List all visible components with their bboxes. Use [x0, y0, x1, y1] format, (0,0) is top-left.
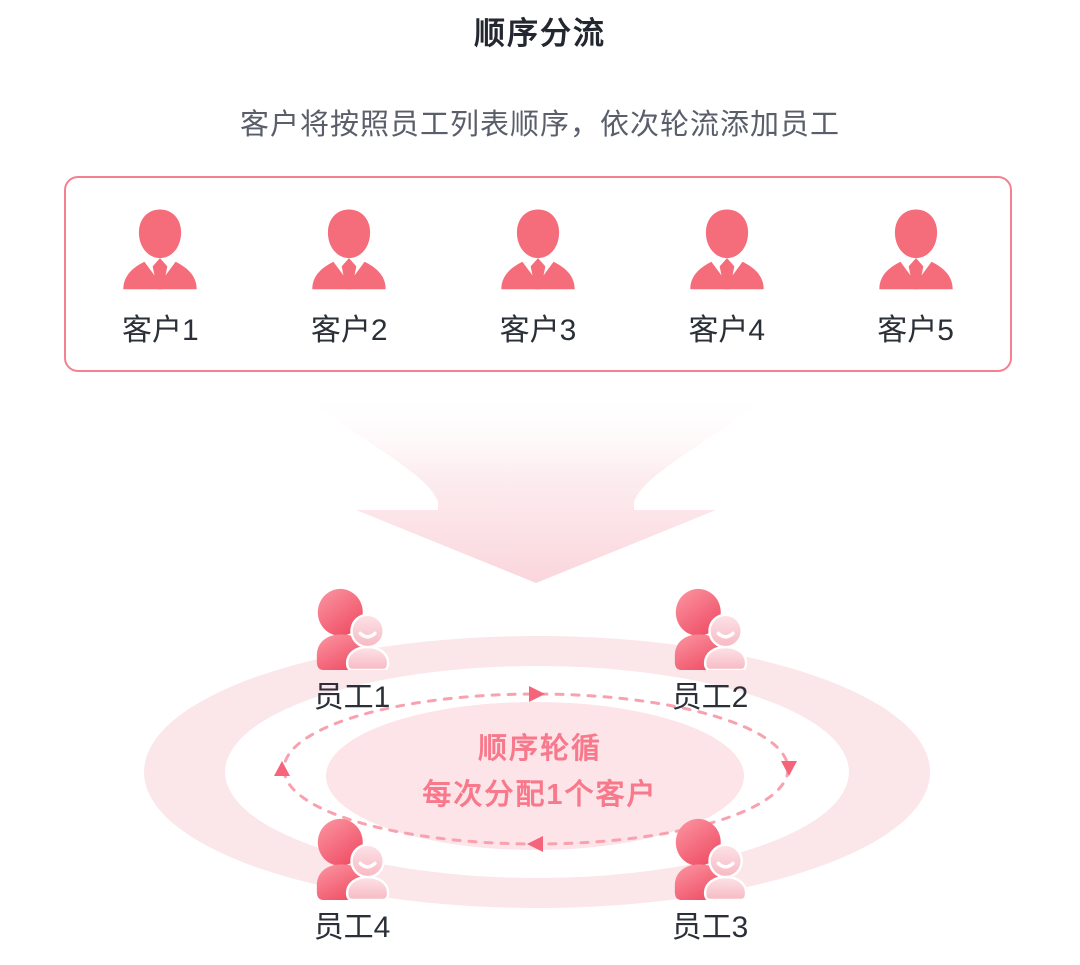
employee-pair-icon	[303, 816, 401, 900]
cycle-arrow-up-icon	[274, 761, 290, 776]
businessman-icon	[494, 204, 582, 292]
employee-pair-icon	[303, 586, 401, 670]
cycle-arrow-left-icon	[527, 836, 543, 852]
cycle-caption-line1: 顺序轮循	[477, 733, 602, 765]
customer-item: 客户2	[279, 204, 419, 349]
center-ellipse	[326, 702, 744, 850]
employee-label: 员工4	[313, 911, 391, 944]
employee-label: 员工2	[671, 681, 749, 714]
customer-item: 客户3	[468, 204, 608, 349]
customer-label: 客户1	[122, 314, 199, 347]
cycle-caption: 顺序轮循 每次分配1个客户	[0, 726, 1080, 818]
cycle-caption-line2: 每次分配1个客户	[422, 779, 658, 811]
flow-scene	[144, 390, 930, 908]
employee-item: 员工2	[645, 586, 775, 716]
cycle-arrow-down-icon	[781, 761, 797, 776]
employee-item: 员工1	[287, 586, 417, 716]
customer-item: 客户5	[846, 204, 986, 349]
businessman-icon	[305, 204, 393, 292]
customer-label: 客户3	[499, 314, 577, 347]
customer-item: 客户4	[657, 204, 797, 349]
customers-panel: 客户1 客户2 客户3 客户4 客户5	[64, 176, 1012, 372]
customer-label: 客户5	[877, 314, 954, 347]
customer-label: 客户4	[688, 314, 766, 347]
cycle-arrow-right-icon	[529, 686, 545, 702]
employee-pair-icon	[661, 816, 759, 900]
funnel-down-arrow-icon	[298, 390, 774, 583]
employee-item: 员工3	[645, 816, 775, 946]
employee-label: 员工3	[671, 911, 749, 944]
customer-label: 客户2	[310, 314, 388, 347]
businessman-icon	[116, 204, 204, 292]
customer-item: 客户1	[90, 204, 230, 349]
businessman-icon	[872, 204, 960, 292]
employee-item: 员工4	[287, 816, 417, 946]
businessman-icon	[683, 204, 771, 292]
page-title: 顺序分流	[474, 16, 606, 51]
employee-label: 员工1	[313, 681, 391, 714]
employee-pair-icon	[661, 586, 759, 670]
subtitle: 客户将按照员工列表顺序，依次轮流添加员工	[239, 109, 840, 141]
